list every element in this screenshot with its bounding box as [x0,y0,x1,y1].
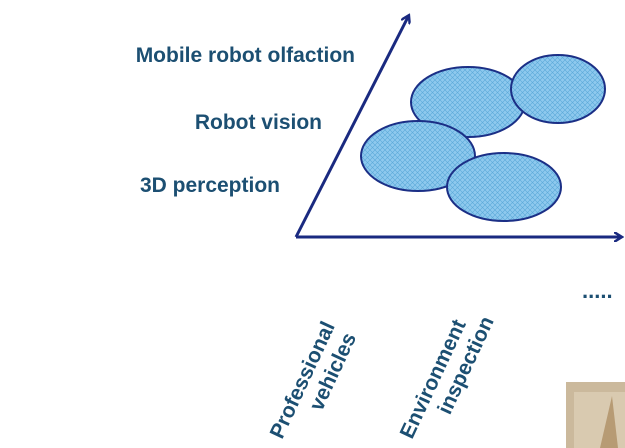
label-mobile-robot-olfaction: Mobile robot olfaction [136,44,355,67]
photo-detail [600,396,618,448]
bubble-vision-professional [360,120,476,192]
label-more-applications: ..... [582,278,613,303]
y-axis [294,17,408,238]
photo-inner [574,392,625,448]
label-3d-perception: 3D perception [140,174,280,197]
bubble-perception-inspection [446,152,562,222]
bubble-olfaction-inspection [510,54,606,124]
label-robot-vision: Robot vision [195,111,322,134]
